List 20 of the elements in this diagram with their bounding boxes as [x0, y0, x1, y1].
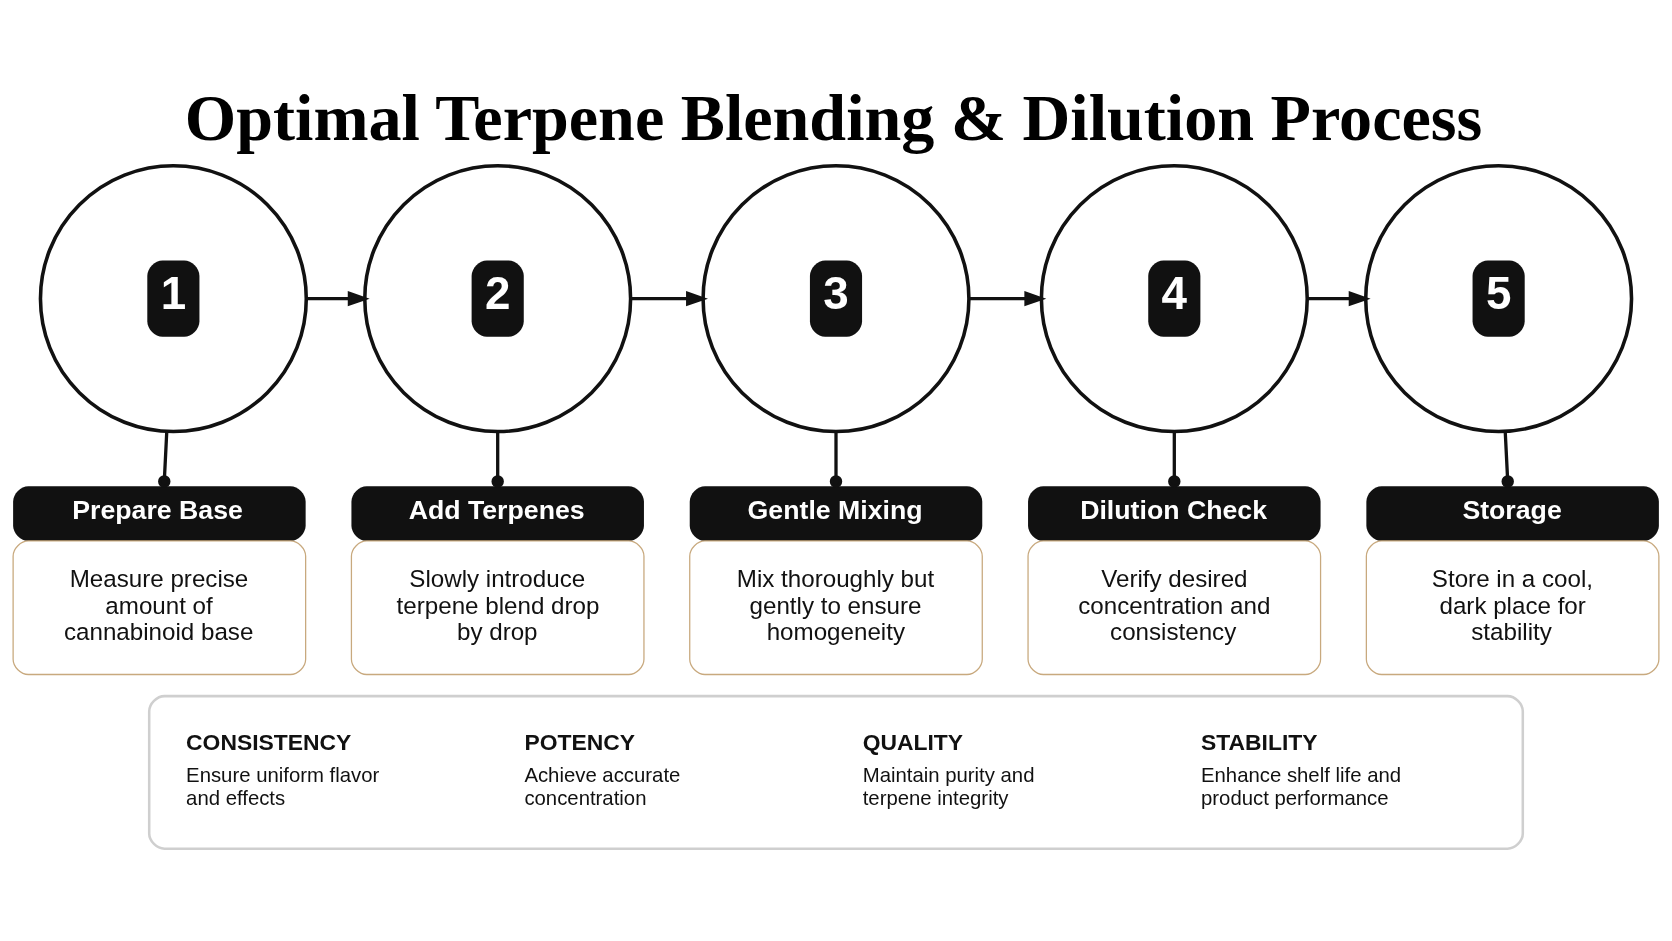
connector [1168, 431, 1181, 488]
diagram-title: Optimal Terpene Blending & Dilution Process [184, 80, 1483, 154]
connector [829, 431, 843, 488]
connector [491, 431, 504, 488]
node-text: POTENCY Achieve accurate concentration [524, 728, 681, 809]
arrow [969, 290, 1047, 306]
arrow [306, 290, 370, 306]
node-text: STABILITY Enhance shelf life and product performance [1201, 728, 1402, 809]
cluster [147, 694, 1525, 850]
arrow [1307, 290, 1371, 306]
connector [1501, 431, 1514, 488]
connector [158, 431, 171, 488]
node-circle: 5 [1363, 163, 1634, 433]
node-circle: 2 [363, 163, 633, 433]
node-text: QUALITY Maintain purity and terpene integrity [862, 728, 1035, 809]
node-circle: 4 [1039, 163, 1309, 433]
node-circle: 1 [38, 163, 309, 433]
arrow [630, 290, 708, 306]
node-circle: 3 [701, 163, 971, 433]
node-text: CONSISTENCY Ensure uniform flavor and effects [186, 728, 380, 809]
